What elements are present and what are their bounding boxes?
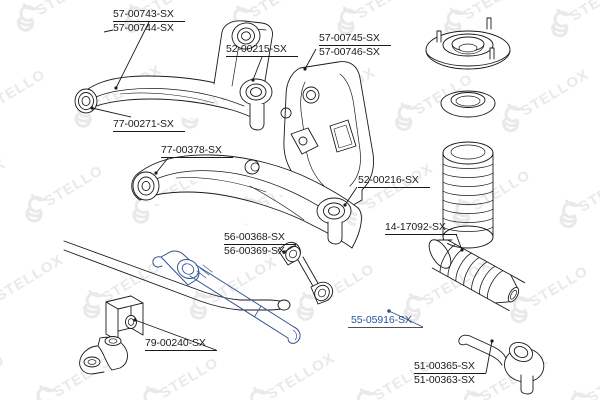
part-label-underline-79-00240 bbox=[145, 350, 217, 351]
part-label-79-00240: 79-00240-SX bbox=[145, 337, 206, 349]
part-label-51-00365: 51-00365-SX bbox=[414, 360, 475, 372]
part-label-57-00743: 57-00743-SX bbox=[113, 8, 174, 20]
part-label-underline-14-17092 bbox=[385, 234, 457, 235]
part-label-55-05916: 55-05916-SX bbox=[351, 314, 412, 326]
part-label-57-00744: 57-00744-SX bbox=[113, 22, 174, 34]
part-label-77-00378: 77-00378-SX bbox=[161, 144, 222, 156]
part-label-underline-77-00271 bbox=[113, 131, 185, 132]
part-label-underline-77-00378 bbox=[161, 157, 233, 158]
part-label-14-17092: 14-17092-SX bbox=[385, 221, 446, 233]
part-label-underline-52-00215 bbox=[226, 56, 298, 57]
part-label-77-00271: 77-00271-SX bbox=[113, 118, 174, 130]
part-label-56-00368: 56-00368-SX bbox=[224, 231, 285, 243]
part-label-51-00363: 51-00363-SX bbox=[414, 374, 475, 386]
part-label-52-00216: 52-00216-SX bbox=[358, 174, 419, 186]
part-label-underline-55-05916 bbox=[348, 327, 423, 328]
part-label-57-00746: 57-00746-SX bbox=[319, 46, 380, 58]
part-label-57-00745: 57-00745-SX bbox=[319, 32, 380, 44]
part-label-52-00215: 52-00215-SX bbox=[226, 43, 287, 55]
part-label-underline-52-00216 bbox=[358, 187, 430, 188]
part-label-56-00369: 56-00369-SX bbox=[224, 245, 285, 257]
